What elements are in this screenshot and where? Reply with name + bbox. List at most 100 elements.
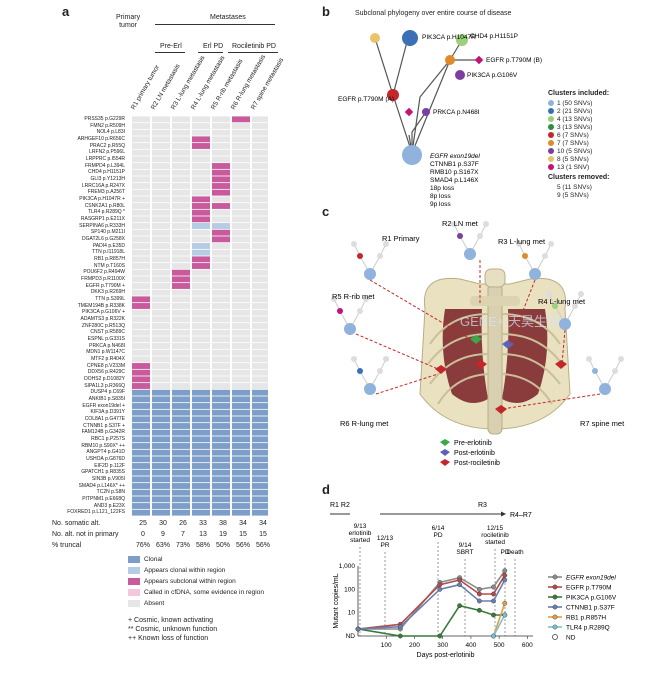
heatmap-cell: [132, 503, 150, 509]
heatmap-cell: [172, 163, 190, 169]
heatmap-cell: [252, 149, 268, 156]
heatmap-cell: [132, 429, 150, 436]
heatmap-cell: [252, 156, 268, 163]
heatmap-cell: [252, 503, 268, 509]
heatmap-cell: [252, 403, 268, 409]
mini-tree-node: [357, 308, 363, 314]
heatmap-cell: [232, 329, 250, 336]
heatmap-cell: [172, 263, 190, 269]
x-tick-label: 300: [437, 642, 448, 649]
heatmap-cell: [212, 389, 230, 396]
trunk-label: 8p loss: [430, 193, 451, 200]
heatmap-cell: [192, 483, 210, 489]
stats-value: 15: [259, 531, 267, 538]
heatmap-cell: [252, 129, 268, 136]
heatmap-cell: [192, 416, 210, 423]
heatmap-cell: [212, 123, 230, 129]
heatmap-cell: [232, 296, 250, 303]
heatmap-cell: [192, 209, 210, 216]
timeline-r1-r2: R1 R2: [330, 502, 350, 509]
heatmap-cell: [132, 249, 150, 256]
cluster-label: 1 (50 SNVs): [557, 99, 593, 107]
gene-label: ANKIB1 p.S835I: [88, 396, 125, 402]
heatmap-cell: [252, 263, 268, 269]
heatmap-cell: [232, 436, 250, 443]
heatmap-cell: [232, 323, 250, 329]
marker-post-rociletinib-3: [495, 405, 507, 414]
heatmap-cell: [252, 429, 268, 436]
cluster-label: 2 (21 SNVs): [557, 107, 593, 115]
heatmap-cell: [152, 203, 170, 209]
heatmap-cell: [192, 463, 210, 469]
gene-label: LRFN2 p.P596L: [89, 149, 125, 156]
stats-value: 15: [239, 531, 247, 538]
ribcage-illustration: [419, 268, 571, 435]
heatmap-cell: [192, 423, 210, 429]
anatomic-map: R1 Primary R2 LN met R3 L-lung met R5 R-…: [331, 219, 625, 467]
gene-label: SERPINA6 p.R333H: [79, 222, 125, 229]
series-point: [476, 607, 482, 613]
heatmap-cell: [232, 483, 250, 489]
heatmap-cell: [172, 149, 190, 156]
series-point: [437, 582, 443, 588]
heatmap-cell: [252, 189, 268, 196]
heatmap-cell: [232, 503, 250, 509]
heatmap-cell: [252, 449, 268, 456]
gene-label: DDX56 p.R429C: [87, 369, 125, 376]
heatmap-cell: [152, 389, 170, 396]
heatmap-cell: [212, 189, 230, 196]
heatmap-cell: [192, 149, 210, 156]
series-point: [476, 591, 482, 597]
mini-tree-node: [357, 368, 363, 374]
heatmap-cell: [132, 276, 150, 283]
label-prkca: PRKCA p.N468I: [433, 109, 480, 116]
x-tick-label: 400: [465, 642, 476, 649]
mini-tree-node: [586, 356, 592, 362]
heatmap-cell: [132, 143, 150, 149]
heatmap-cell: [252, 209, 268, 216]
legend-label: Appears clonal within region: [144, 567, 226, 574]
heatmap-cell: [172, 229, 190, 236]
legend-label: Appears subclonal within region: [144, 578, 236, 585]
cluster-dot: [548, 124, 554, 130]
clusters-removed-title: Clusters removed:: [548, 174, 610, 181]
heatmap-cell: [132, 203, 150, 209]
heatmap-cell: [252, 176, 268, 183]
heatmap-cell: [232, 136, 250, 143]
heatmap-cell: [192, 469, 210, 476]
cluster-item: 2 (21 SNVs): [548, 107, 609, 115]
heatmap-cell: [172, 169, 190, 176]
heatmap-cell: [212, 449, 230, 456]
heatmap-cell: [192, 296, 210, 303]
heatmap-cell: [132, 403, 150, 409]
heatmap-cell: [212, 343, 230, 349]
heatmap-cell: [152, 223, 170, 229]
heatmap-cell: [192, 343, 210, 349]
mini-tree-root: [364, 383, 376, 395]
header-roci-pd: Rociletinib PD: [232, 43, 276, 50]
stats-value: 19: [219, 531, 227, 538]
heatmap-cell: [152, 429, 170, 436]
heatmap-cell: [152, 329, 170, 336]
heatmap-cell: [232, 183, 250, 189]
heatmap-cell: [132, 396, 150, 403]
heatmap-cell: [232, 223, 250, 229]
stats-value: 63%: [155, 542, 170, 549]
heatmap-cell: [212, 369, 230, 376]
heatmap-cell: [192, 216, 210, 223]
series: [355, 568, 508, 632]
heatmap-cell: [192, 403, 210, 409]
heatmap-cell: [192, 409, 210, 416]
y-axis-label: Mutant copies/mL: [333, 573, 340, 628]
heatmap-cell: [152, 263, 170, 269]
heatmap-cell: [172, 483, 190, 489]
header-pre-erl: Pre-Erl: [160, 43, 182, 50]
cluster-item: 4 (13 SNVs): [548, 115, 609, 123]
heatmap-cell: [192, 336, 210, 343]
series-line: [357, 579, 506, 630]
mini-tree-node: [383, 356, 389, 362]
cluster-item: 1 (50 SNVs): [548, 99, 609, 107]
cluster-item: 7 (7 SNVs): [548, 139, 609, 147]
